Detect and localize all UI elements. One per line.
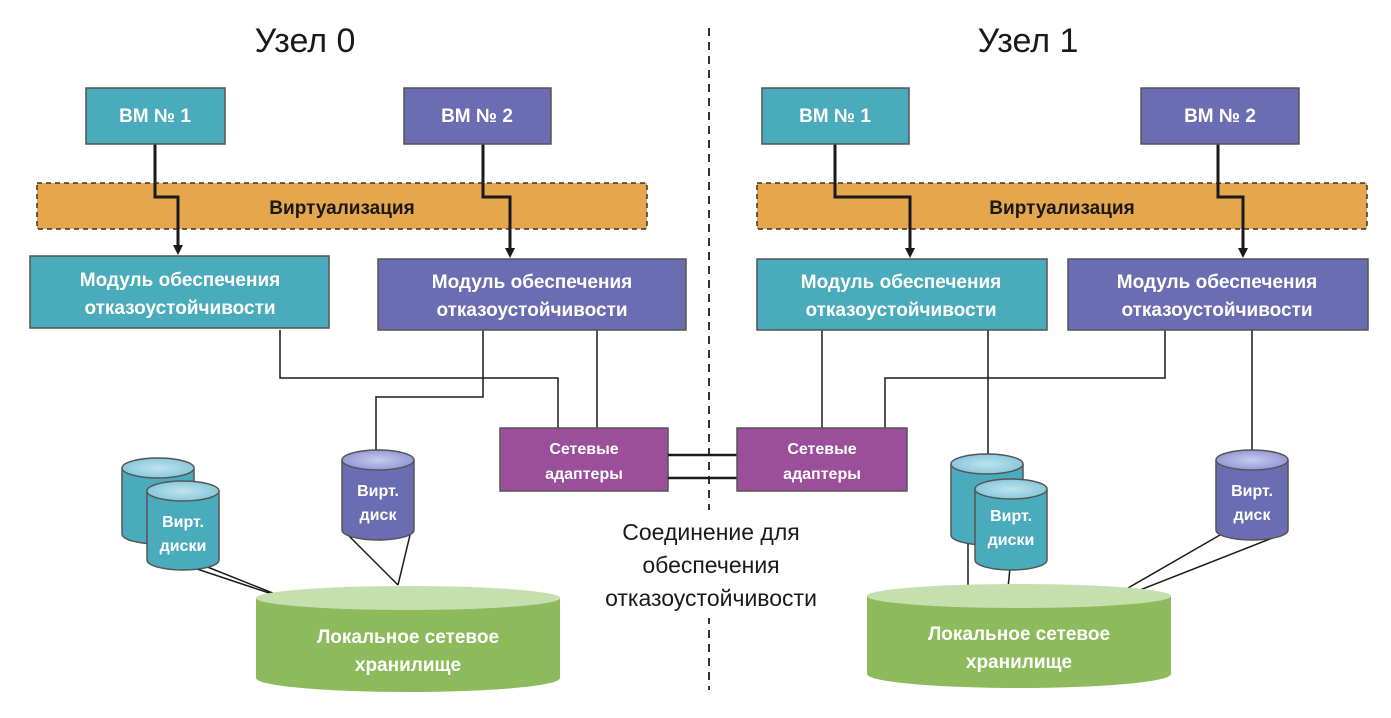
node1-virtualization-label: Виртуализация <box>989 198 1134 219</box>
node1-virtual-disk: Вирт. диск <box>1215 449 1289 541</box>
node1-links <box>821 330 1281 591</box>
node1-ft-module1-line2: отказоустойчивости <box>805 300 996 321</box>
node1-network-adapters-line1: Сетевые <box>787 441 856 458</box>
node1-disk-front <box>974 478 1048 571</box>
node0-vm2-label: ВМ № 2 <box>441 106 513 127</box>
node0-title: Узел 0 <box>255 22 356 60</box>
node1-ft-module1-line1: Модуль обеспечения <box>801 272 1001 293</box>
node0-ft-module2-box <box>377 258 687 331</box>
node1-vm2-box <box>1140 87 1300 145</box>
node0-network-adapters-line2: адаптеры <box>545 466 623 483</box>
node0-virtual-disks: Вирт. диски <box>121 457 220 571</box>
node0-disks-line1: Вирт. <box>162 514 204 531</box>
inter-node-link <box>668 453 737 480</box>
connection-caption-line2: обеспечения <box>642 552 779 578</box>
node1-ft-module2-line1: Модуль обеспечения <box>1117 272 1317 293</box>
node0-vm1-box <box>85 87 226 145</box>
node0-vm2-box <box>403 87 552 145</box>
node1-virtual-disks: Вирт. диски <box>950 453 1048 571</box>
node0-disk-front <box>146 480 220 571</box>
node1-vm2-label: ВМ № 2 <box>1184 106 1256 127</box>
node0-virtual-disk: Вирт. диск <box>341 449 415 541</box>
node1-virtualization-bar <box>756 182 1368 230</box>
node0-disk-line2: диск <box>360 507 398 524</box>
node1-network-adapters-line2: адаптеры <box>783 466 861 483</box>
node1-disks-line2: диски <box>988 532 1035 549</box>
node0-disk-line1: Вирт. <box>357 483 399 500</box>
node0-storage-line2: хранилище <box>355 655 461 676</box>
node1-disk-line1: Вирт. <box>1231 483 1273 500</box>
node1-network-adapters-box <box>736 427 908 492</box>
node1-storage-line1: Локальное сетевое <box>928 624 1110 645</box>
node0-virtualization-label: Виртуализация <box>269 198 414 219</box>
node1-disk-line2: диск <box>1234 507 1272 524</box>
node1-disks-line1: Вирт. <box>990 508 1032 525</box>
node0-network-adapters-line1: Сетевые <box>549 441 618 458</box>
node0-ft-module2-line1: Модуль обеспечения <box>432 272 632 293</box>
node0-ft-module1-line2: отказоустойчивости <box>84 298 275 319</box>
node0-ft-module1-line1: Модуль обеспечения <box>80 270 280 291</box>
node0-vm1-label: ВМ № 1 <box>119 106 191 127</box>
node0-ft-module1-box <box>29 255 330 329</box>
node0-ft-module2-line2: отказоустойчивости <box>436 300 627 321</box>
node1-storage: Локальное сетевое хранилище <box>867 584 1171 688</box>
node1-title: Узел 1 <box>978 22 1079 60</box>
node0-links <box>169 330 598 597</box>
node1-vm1-label: ВМ № 1 <box>799 106 871 127</box>
node1-ft-module1-box <box>756 258 1048 331</box>
connection-caption-line1: Соединение для <box>622 519 799 545</box>
connection-caption-line3: отказоустойчивости <box>605 585 817 611</box>
node0-storage: Локальное сетевое хранилище <box>256 586 560 692</box>
node1-vm1-box <box>761 87 910 145</box>
node0-disks-line2: диски <box>160 538 207 555</box>
node1-ft-module2-line2: отказоустойчивости <box>1121 300 1312 321</box>
node0-storage-line1: Локальное сетевое <box>317 627 499 648</box>
node1-storage-line2: хранилище <box>966 652 1072 673</box>
node0-network-adapters-box <box>499 427 669 492</box>
node1-ft-module2-box <box>1067 258 1369 331</box>
node0-virtualization-bar <box>36 182 648 230</box>
